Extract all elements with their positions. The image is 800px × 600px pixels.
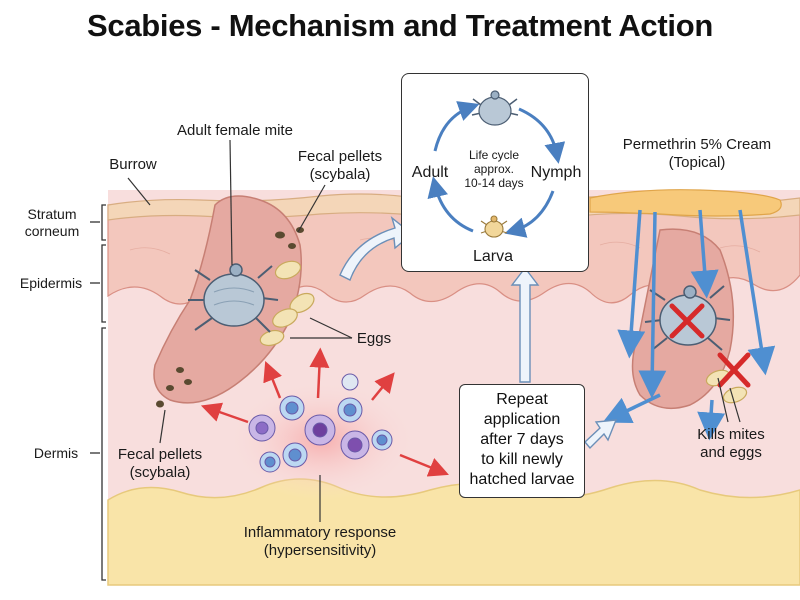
inflammation-arrows (200, 347, 449, 477)
repeat-application-box (459, 384, 585, 498)
adult-mite (188, 263, 279, 333)
life-cycle-larva-label: Larva (472, 248, 514, 265)
cream-layer (589, 189, 782, 217)
life-cycle-diagram (427, 90, 566, 238)
fecal-pellets-group (156, 227, 304, 408)
life-cycle-center-label: Life cycle approx. 10-14 days (464, 148, 524, 190)
repeat-application-text: Repeat application after 7 days to kill … (469, 391, 575, 488)
pointer-lines (127, 139, 741, 522)
epidermis-label: Epidermis (19, 275, 83, 291)
immune-cells (248, 373, 393, 473)
layer-brackets (90, 204, 106, 581)
life-cycle-nymph-label: Nymph (530, 164, 582, 181)
adult-mite-icon (471, 90, 519, 126)
kill-cross-icon (669, 303, 751, 388)
larva-icon (480, 215, 508, 238)
diagram-title: Scabies - Mechanism and Treatment Action (87, 8, 713, 43)
repeat-up-arrow (510, 266, 540, 383)
fecal-pellets-top-label: Fecal pellets (scybala) (297, 148, 383, 183)
stratum-corneum-label: Stratum corneum (24, 206, 80, 239)
eggs-label: Eggs (356, 330, 392, 347)
inflammatory-response-label: Inflammatory response (hypersensitivity) (243, 524, 397, 559)
repeat-right-arrow (584, 419, 618, 450)
dermis-label: Dermis (33, 445, 79, 461)
permethrin-label: Permethrin 5% Cream (Topical) (622, 136, 772, 171)
adult-female-mite-label: Adult female mite (177, 122, 293, 139)
permethrin-arrows (602, 209, 776, 441)
kills-mites-label: Kills mites and eggs (697, 426, 765, 461)
burrow-label: Burrow (109, 156, 157, 173)
fat-layer (107, 478, 800, 586)
fecal-pellets-bottom-label: Fecal pellets (scybala) (117, 446, 203, 481)
life-cycle-adult-label: Adult (411, 164, 449, 181)
